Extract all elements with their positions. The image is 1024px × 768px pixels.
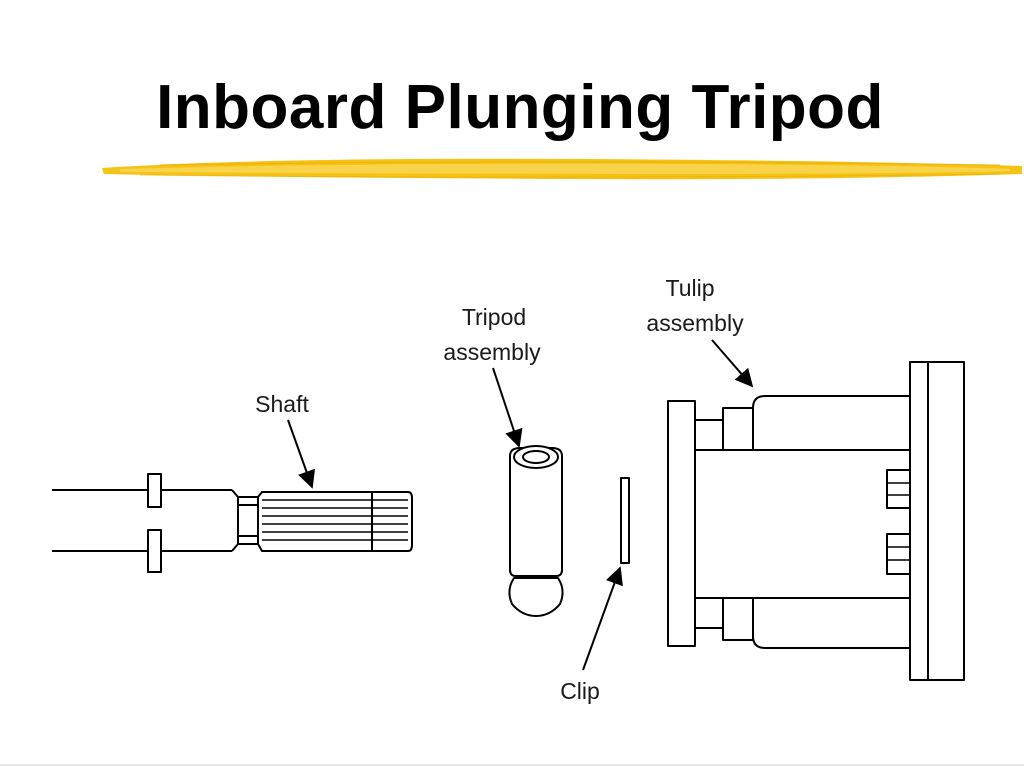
shaft-label: Shaft [255,391,309,417]
slide-bottom-rule [0,764,1024,766]
tulip-leader-arrow [711,339,754,388]
tripod-leader-arrow [492,367,523,448]
shaft-collar-top [147,473,162,508]
shaft-spline-section [257,491,413,552]
underline-brush-highlight [120,163,1010,174]
tulip-label-line1: Tulip [666,275,715,301]
tripod-roller-top [513,445,559,469]
tulip-ring-bottom-b [722,597,754,641]
underline-brush-streak [139,173,1001,178]
tulip-bolt-head-bottom [886,533,911,575]
title-underline [102,158,1022,180]
clip-part [620,477,630,564]
tulip-ring-top-b [722,407,754,451]
tulip-label-line2: assembly [646,310,744,336]
shaft-part [52,473,413,573]
tripod-roller-bottom [508,577,564,617]
shaft-splines [262,499,408,541]
slide-title: Inboard Plunging Tripod [156,73,884,142]
tulip-housing-top [752,395,911,450]
shaft-neck [231,489,239,552]
tripod-body [509,447,563,577]
tripod-assembly-part [508,445,564,617]
tripod-label-line1: Tripod [462,304,526,330]
tulip-flange-plate [909,361,929,681]
tulip-flange-left [667,400,696,647]
tulip-assembly-part [667,361,965,681]
shaft-leader-arrow [287,419,316,489]
tulip-flange-outer [927,361,965,681]
underline-brush-streak [159,161,1001,166]
tulip-ring-top-a [694,419,724,451]
tulip-ring-bottom-a [694,597,724,629]
clip-label: Clip [560,678,600,704]
tulip-housing-bottom [752,598,911,649]
shaft-collar-bottom [147,529,162,573]
clip-leader-arrow [582,566,623,671]
tripod-label-line2: assembly [443,339,541,365]
tulip-bolt-head-top [886,469,911,509]
